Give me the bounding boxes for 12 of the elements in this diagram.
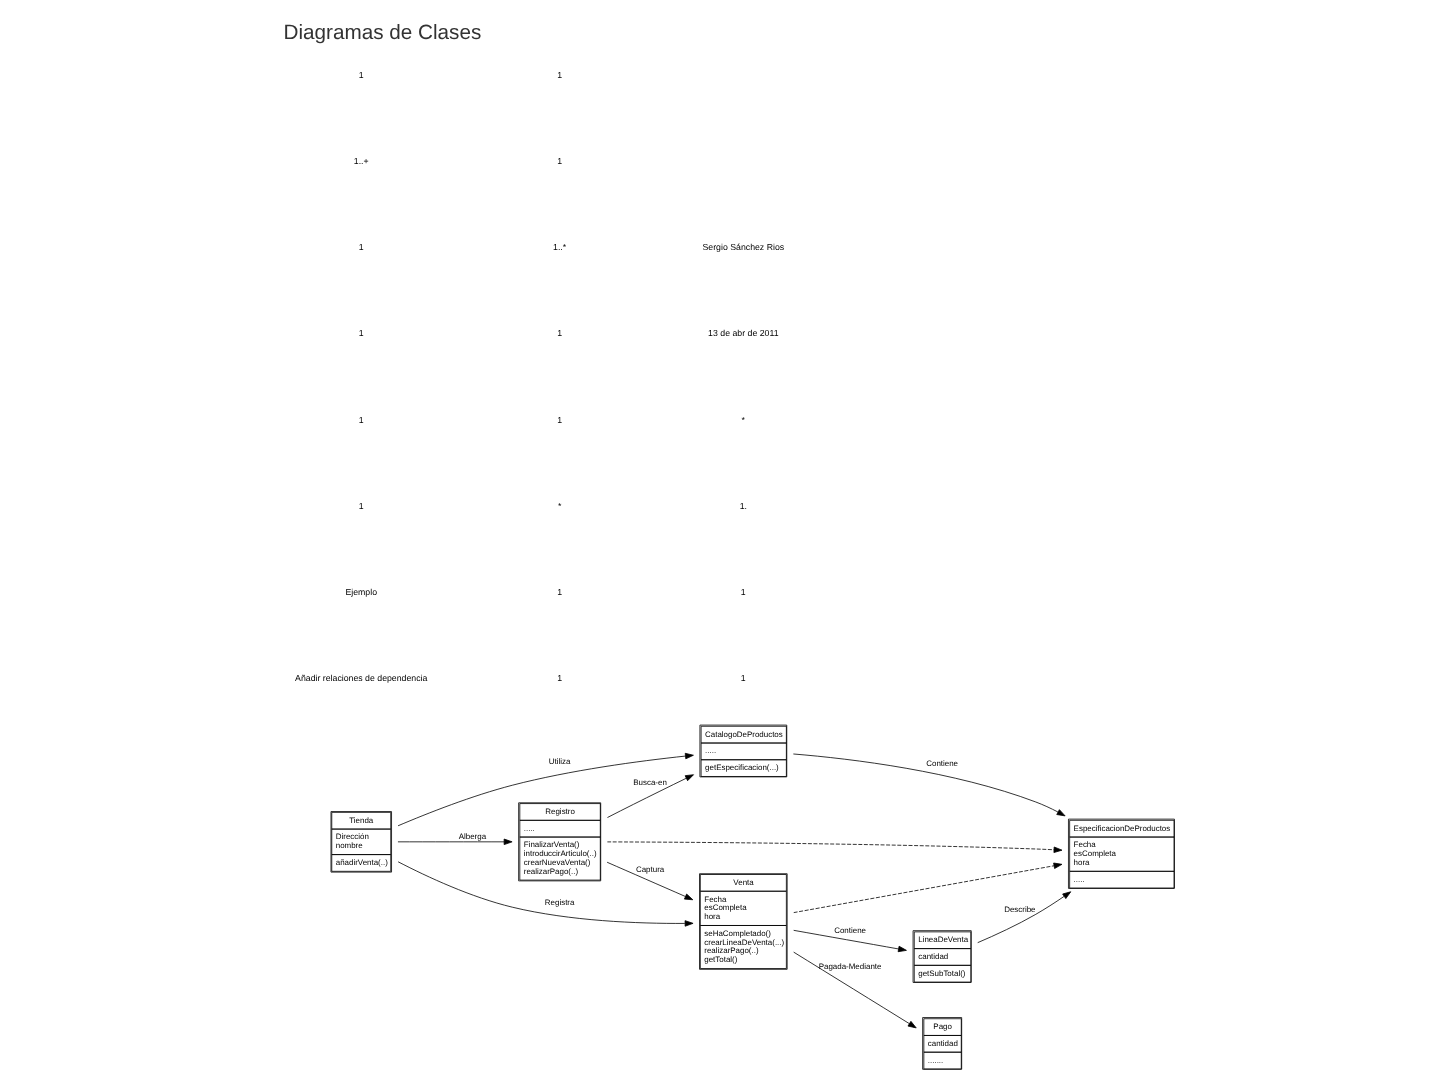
arrow xyxy=(791,753,1065,817)
arrow xyxy=(792,929,906,953)
diagram-title: Diagramas de Clases xyxy=(282,23,481,46)
arrow xyxy=(605,861,693,901)
arrow xyxy=(605,841,1062,853)
arrow xyxy=(976,891,1071,944)
arrow xyxy=(396,861,693,927)
arrow xyxy=(396,838,512,845)
arrow xyxy=(606,774,693,818)
arrow xyxy=(792,951,916,1029)
arrow xyxy=(396,752,693,827)
arrow xyxy=(792,862,1062,913)
